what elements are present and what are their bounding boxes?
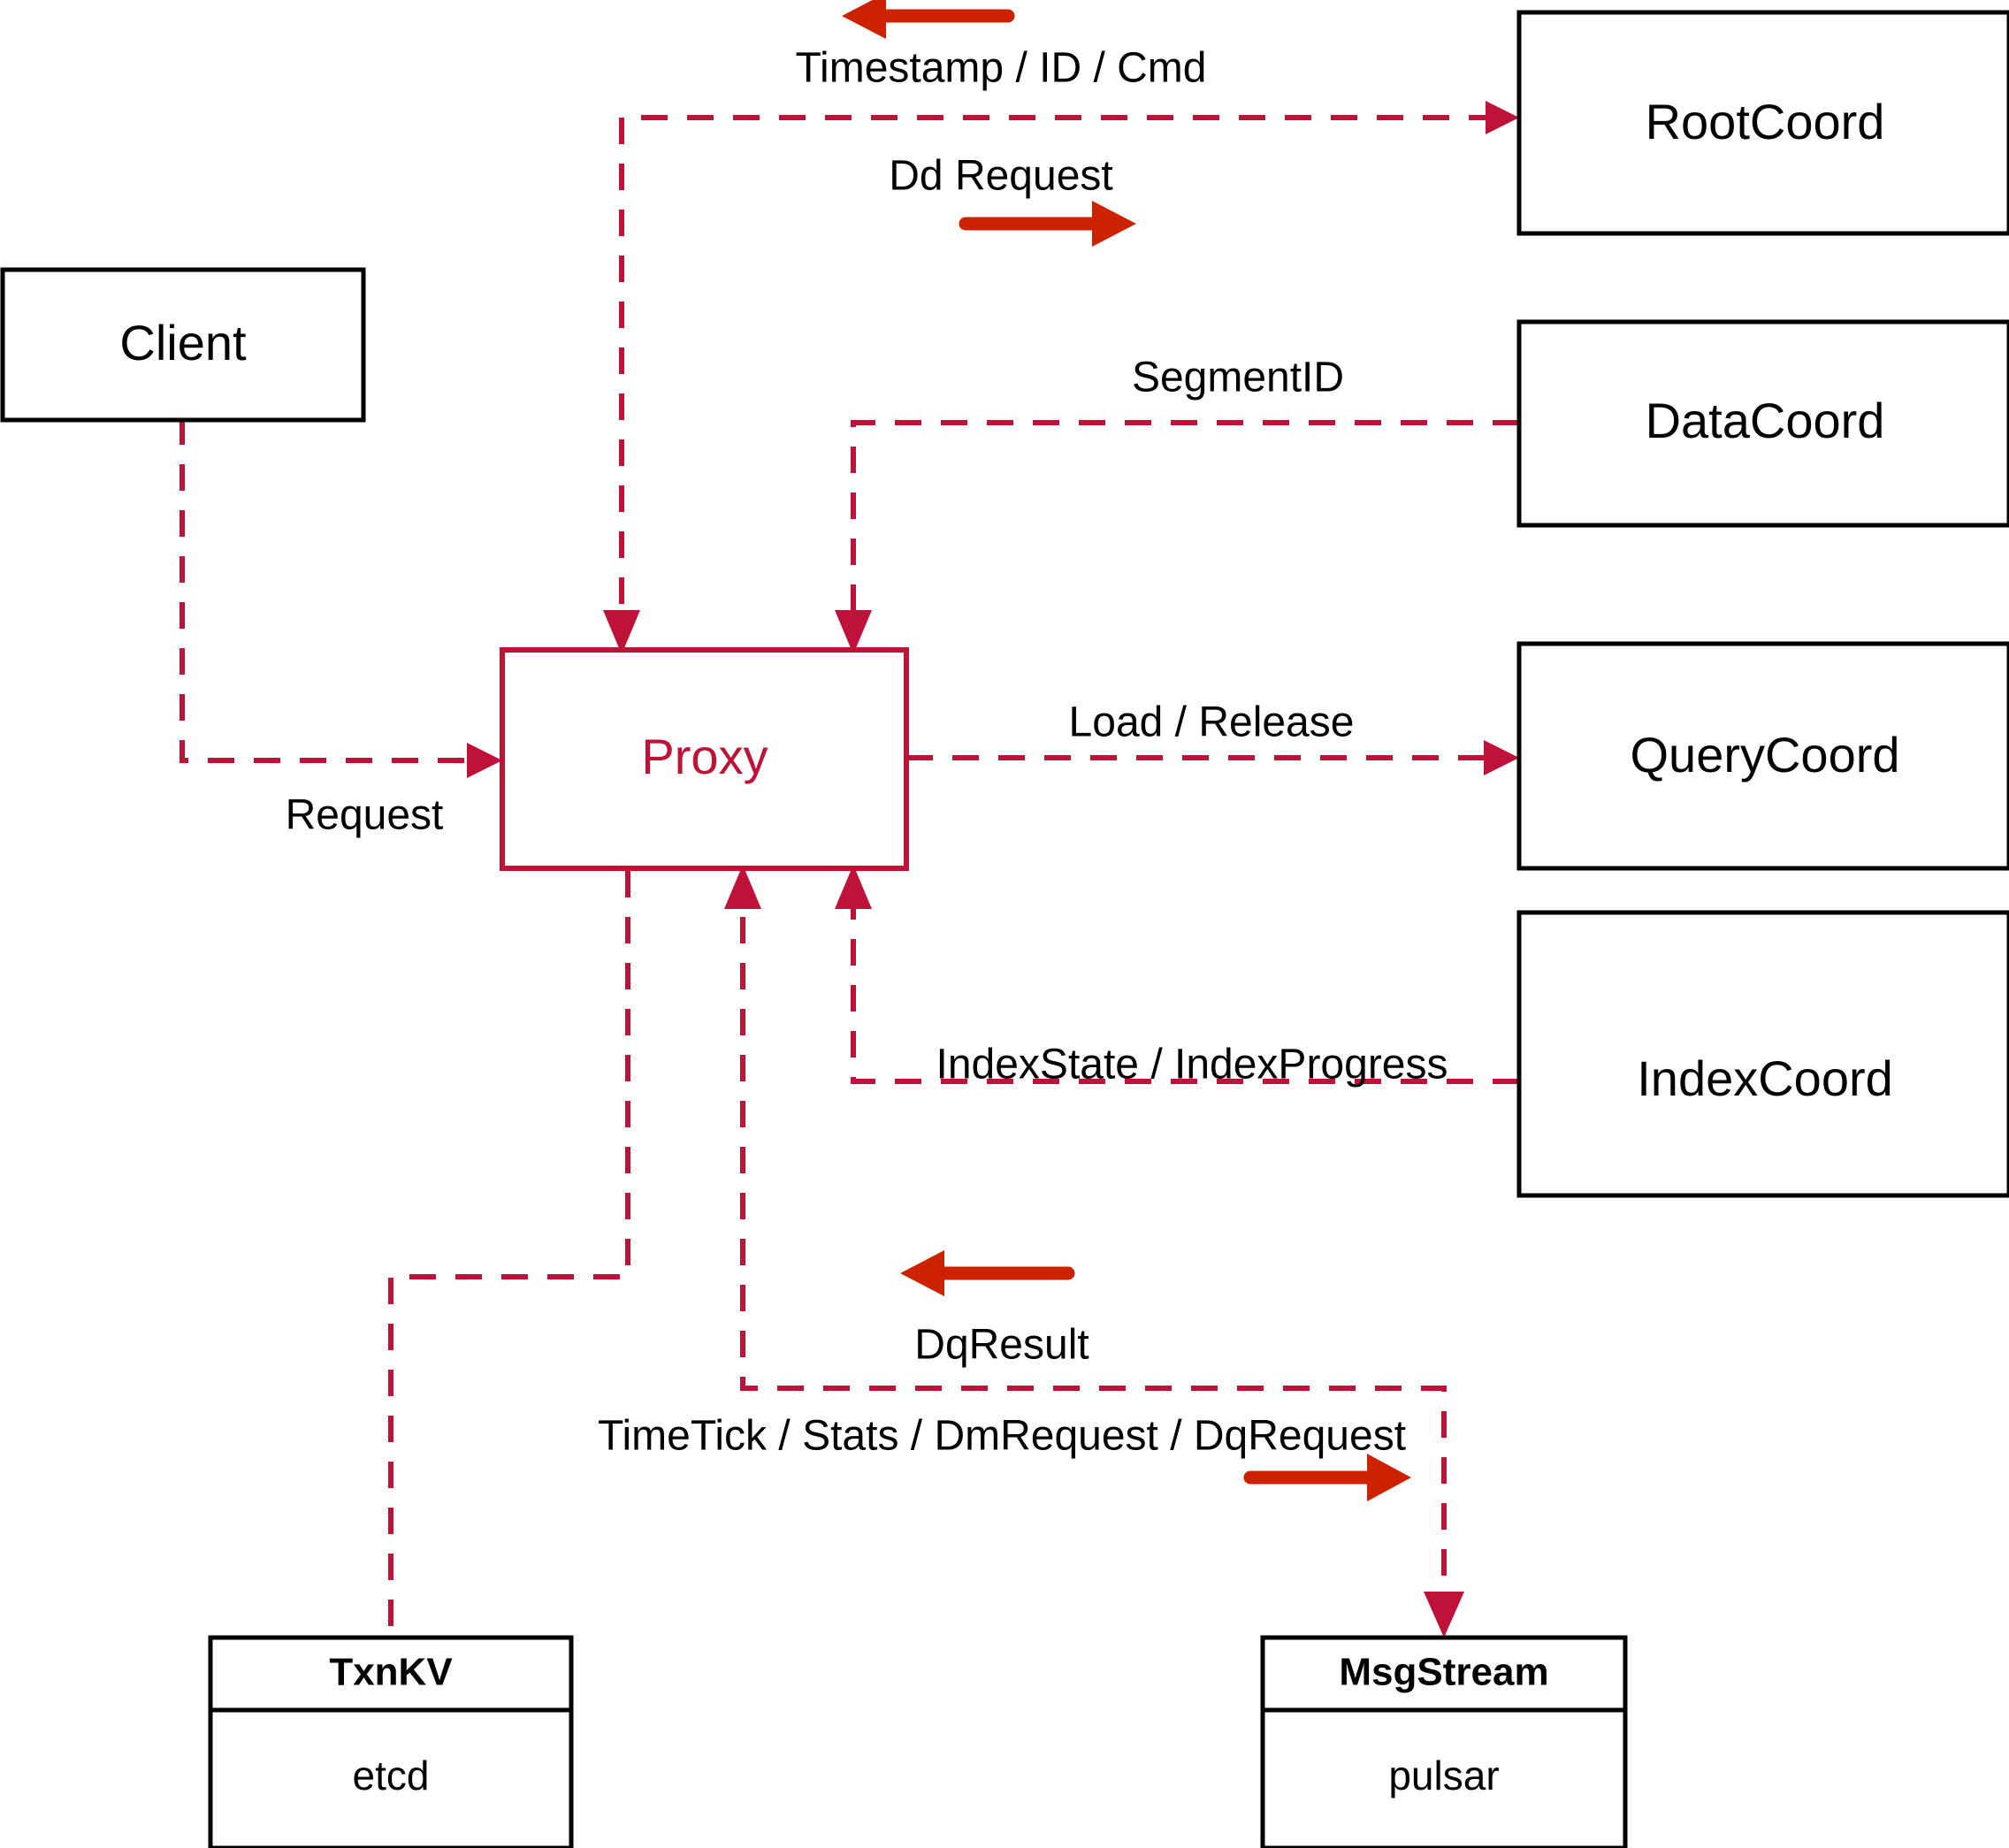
node-indexcoord-box[interactable] — [1516, 910, 2009, 1198]
node-datacoord-box[interactable] — [1516, 319, 2009, 528]
arrowhead-into-rootcoord — [1486, 101, 1519, 134]
arrowhead-into-proxy-left — [467, 743, 502, 778]
edge-label-dq-result: DqResult — [914, 1322, 1089, 1369]
node-datacoord-label: DataCoord — [1646, 393, 1885, 448]
edge-path-txnkv — [388, 871, 630, 1638]
bold-arrow-timestamp — [842, 0, 1015, 39]
node-querycoord[interactable]: QueryCoord — [1516, 641, 2009, 871]
bold-arrow-dd-request-head — [1092, 201, 1136, 247]
arrowhead-into-msgstream — [1424, 1592, 1464, 1638]
bold-arrow-dd-request — [959, 201, 1136, 247]
arrowhead-into-querycoord — [1484, 740, 1519, 775]
bold-arrow-timetick — [1243, 1454, 1411, 1501]
node-msgstream-title: MsgStream — [1339, 1651, 1548, 1694]
edge-label-timestamp-id-cmd: Timestamp / ID / Cmd — [796, 45, 1207, 92]
node-msgstream[interactable]: MsgStream pulsar — [1260, 1635, 1628, 1848]
node-proxy[interactable]: Proxy — [500, 647, 909, 871]
edge-path-indexcoord — [851, 871, 1519, 1084]
node-rootcoord[interactable]: RootCoord — [1516, 10, 2009, 236]
edge-path-client — [180, 418, 495, 763]
node-msgstream-box[interactable] — [1260, 1635, 1628, 1848]
node-txnkv-title: TxnKV — [329, 1651, 453, 1694]
edge-load-release — [906, 740, 1519, 775]
edge-txnkv-link — [388, 871, 630, 1638]
node-proxy-label: Proxy — [641, 729, 768, 784]
node-msgstream-sublabel: pulsar — [1388, 1753, 1499, 1798]
edge-label-timetick-stats: TimeTick / Stats / DmRequest / DqRequest — [598, 1413, 1406, 1460]
node-proxy-box[interactable] — [500, 647, 909, 871]
arrowhead-into-proxy-bottom-right — [835, 865, 872, 909]
bold-arrow-timetick-head — [1367, 1454, 1411, 1501]
arrowhead-into-proxy-top-left — [603, 610, 640, 654]
bold-arrow-dq-result-head — [900, 1250, 944, 1296]
node-txnkv-box[interactable] — [208, 1635, 574, 1848]
edge-label-dd-request: Dd Request — [889, 153, 1112, 200]
edge-path-datacoord — [851, 420, 1519, 650]
node-client[interactable]: Client — [0, 267, 366, 423]
node-indexcoord[interactable]: IndexCoord — [1516, 910, 2009, 1198]
node-txnkv-sublabel: etcd — [353, 1753, 430, 1798]
edge-label-load-release: Load / Release — [1069, 699, 1355, 746]
edge-segment-id — [835, 420, 1519, 654]
edge-label-request: Request — [286, 792, 444, 839]
bold-arrow-dq-result — [900, 1250, 1075, 1296]
node-client-label: Client — [119, 315, 247, 370]
edge-timetick-stats-dq — [724, 865, 1464, 1638]
node-client-box[interactable] — [0, 267, 366, 423]
edge-timestamp-id-cmd — [603, 101, 1519, 654]
arrowhead-into-proxy-top-right — [835, 610, 872, 654]
edge-path-msgstream — [740, 871, 1447, 1627]
node-datacoord[interactable]: DataCoord — [1516, 319, 2009, 528]
edge-index-state — [835, 865, 1519, 1084]
node-rootcoord-label: RootCoord — [1646, 94, 1885, 149]
edge-label-segment-id: SegmentID — [1132, 355, 1344, 401]
edge-label-index-state: IndexState / IndexProgress — [936, 1042, 1448, 1088]
arrowhead-into-proxy-bottom-mid — [724, 865, 761, 909]
node-rootcoord-box[interactable] — [1516, 10, 2009, 236]
edge-path-rootcoord — [619, 115, 1512, 650]
node-txnkv[interactable]: TxnKV etcd — [208, 1635, 574, 1848]
node-querycoord-box[interactable] — [1516, 641, 2009, 871]
bold-arrow-timestamp-head — [842, 0, 886, 39]
edge-request — [180, 418, 502, 778]
node-indexcoord-label: IndexCoord — [1637, 1050, 1893, 1106]
node-querycoord-label: QueryCoord — [1630, 727, 1899, 783]
